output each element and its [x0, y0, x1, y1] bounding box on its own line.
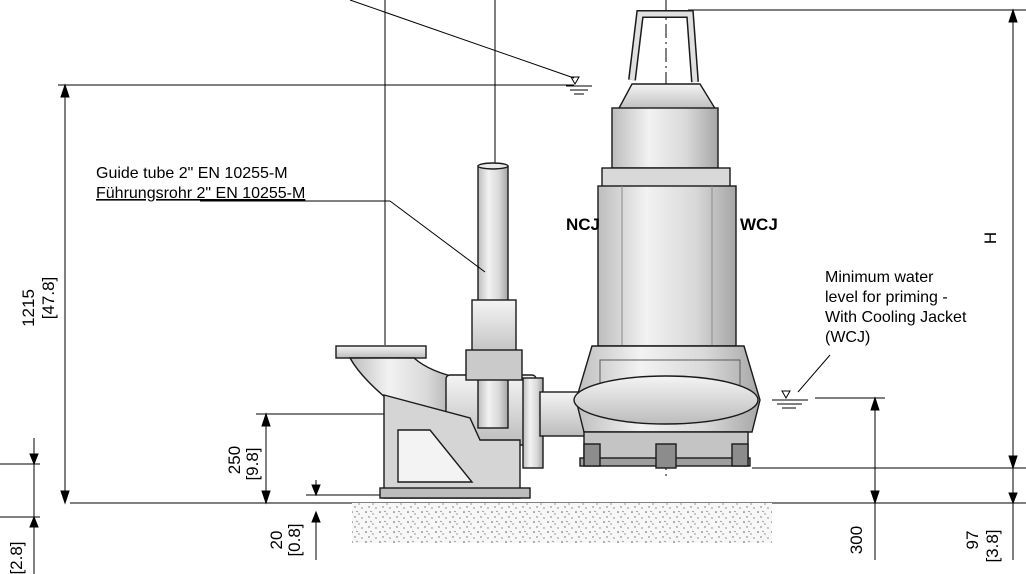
dimension-97: [1008, 468, 1018, 560]
dim-h-label: H: [981, 232, 1000, 244]
min-water-line-3: With Cooling Jacket: [825, 309, 967, 326]
min-water-line-2: level for priming -: [825, 289, 948, 306]
dim-97-value: 97: [963, 531, 982, 550]
wcj-label: WCJ: [740, 215, 778, 234]
concrete-base: [352, 503, 772, 543]
dimension-h: [688, 8, 1026, 470]
dimension-300: [815, 396, 885, 560]
dimension-left-partial: [0, 438, 40, 574]
ncj-label: NCJ: [566, 215, 600, 234]
dim-20-value: 20: [267, 531, 286, 550]
min-water-line-4: (WCJ): [825, 329, 870, 346]
dim-250-value: 250: [225, 446, 244, 474]
guide-tube-leader-diag: [389, 200, 486, 273]
dim-250-inch: [9.8]: [243, 447, 262, 480]
dim-300-value: 300: [847, 526, 866, 554]
dim-20-inch: [0.8]: [285, 523, 304, 556]
guide-tube-label-en: Guide tube 2" EN 10255-M: [96, 165, 288, 182]
min-water-line-1: Minimum water: [825, 269, 934, 286]
guide-tube-label-de: Führungsrohr 2" EN 10255-M: [96, 185, 305, 202]
guide-tube: [465, 162, 523, 429]
dim-97-inch: [3.8]: [983, 529, 1002, 562]
dim-left-inch: [2.8]: [7, 541, 26, 574]
discharge-elbow: [335, 345, 591, 499]
pump-body: [573, 10, 761, 469]
dim-1215-value: 1215: [19, 289, 38, 327]
dimension-1215: [58, 83, 574, 505]
water-level-top-icon: [566, 76, 592, 95]
dim-1215-inch: [47.8]: [39, 277, 58, 320]
water-level-right-icon: [772, 354, 831, 409]
dimension-20: [306, 480, 385, 560]
